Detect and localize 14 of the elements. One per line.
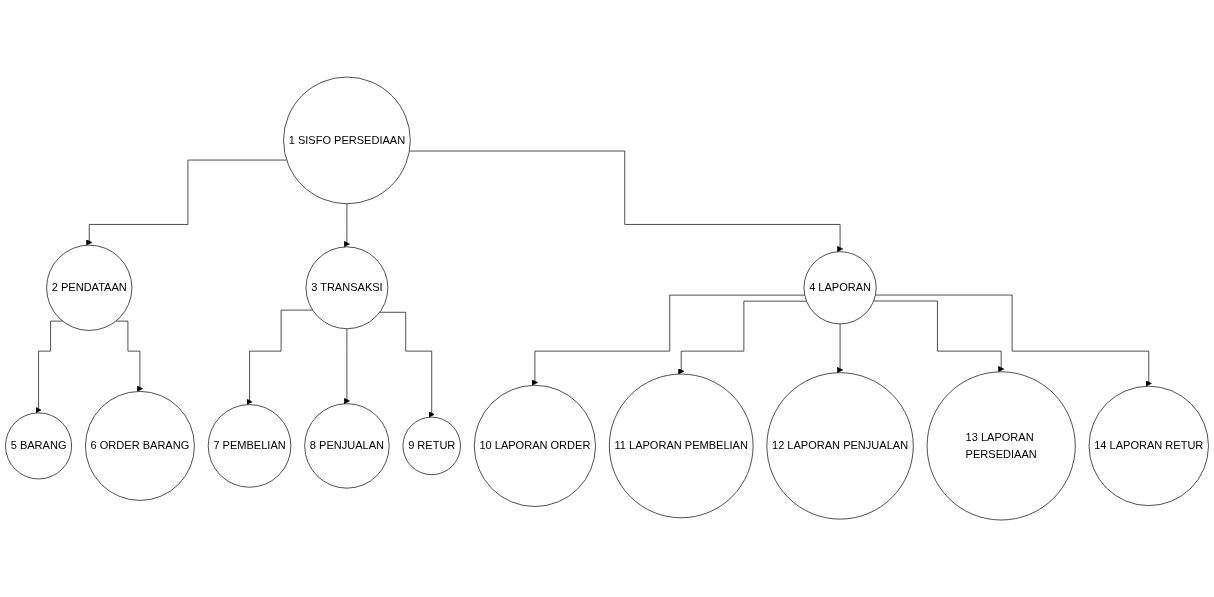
- node-circle: 7 PEMBELIAN: [207, 404, 292, 488]
- node-circle: 10 LAPORAN ORDER: [473, 384, 596, 507]
- node-circle: 5 BARANG: [5, 412, 72, 480]
- node-circle: 4 LAPORAN: [803, 251, 877, 325]
- node-circle: 9 RETUR: [402, 416, 461, 475]
- node-circle: 11 LAPORAN PEMBELIAN: [609, 373, 754, 519]
- node-circle: 2 PENDATAAN: [46, 244, 133, 331]
- node-circle: 3 TRANSAKSI: [305, 246, 389, 330]
- node-circle: 6 ORDER BARANG: [85, 391, 195, 501]
- node-circle: 8 PENJUALAN: [304, 403, 390, 489]
- node-circle: 13 LAPORAN PERSEDIAAN: [926, 371, 1076, 521]
- node-circle: 14 LAPORAN RETUR: [1088, 385, 1209, 506]
- node-circle: 12 LAPORAN PENJUALAN: [766, 372, 914, 520]
- node-circle: 1 SISFO PERSEDIAAN: [283, 76, 411, 205]
